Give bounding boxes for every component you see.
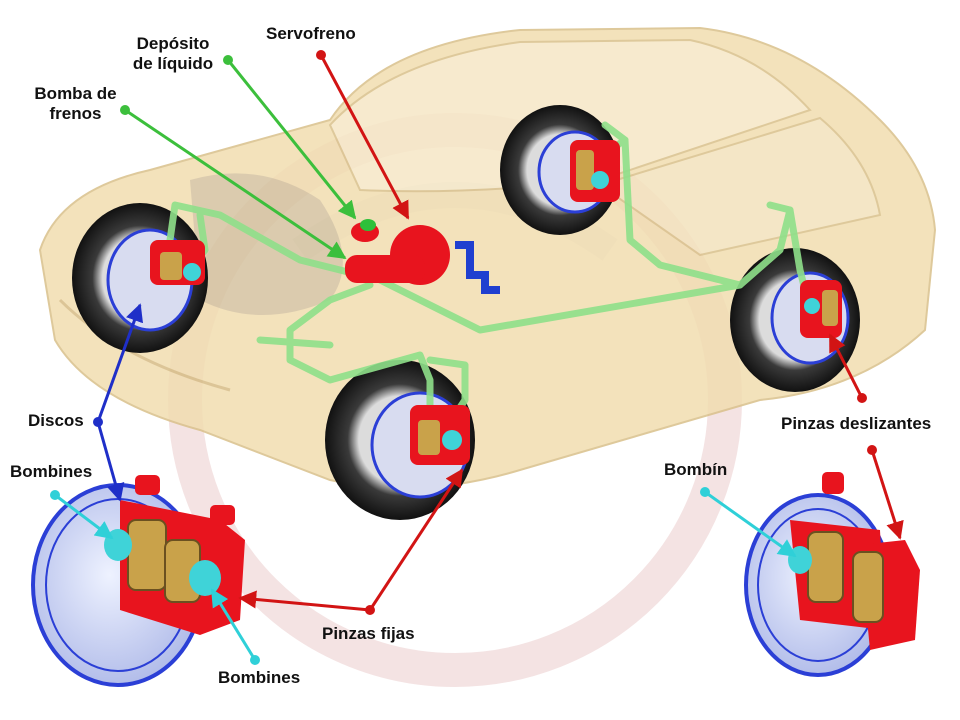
caliper-front-right bbox=[410, 405, 470, 465]
pointer-deposito bbox=[223, 55, 357, 220]
pointer-bombines-top bbox=[50, 490, 114, 540]
label-bomba-line1: Bomba de bbox=[34, 84, 117, 103]
label-discos: Discos bbox=[28, 411, 84, 430]
label-bomba-line2: frenos bbox=[49, 104, 102, 123]
pointer-bomba bbox=[120, 105, 347, 260]
label-bomba: Bomba de frenos bbox=[28, 84, 123, 124]
label-bombines-top: Bombines bbox=[10, 462, 93, 481]
servo-assembly bbox=[345, 219, 500, 294]
label-deposito-line2: de líquido bbox=[132, 54, 214, 73]
pointer-bombines-bottom bbox=[210, 588, 260, 665]
pointer-servofreno bbox=[316, 50, 410, 220]
caliper-rear-left bbox=[570, 140, 620, 202]
label-servofreno: Servofreno bbox=[266, 24, 356, 43]
pointer-pinzas-deslizantes bbox=[828, 333, 904, 540]
detail-fixed-caliper bbox=[31, 475, 245, 687]
label-deposito-line1: Depósito bbox=[136, 34, 210, 53]
caliper-rear-right bbox=[800, 280, 842, 338]
detail-sliding-caliper bbox=[744, 472, 920, 677]
label-bombin: Bombín bbox=[664, 460, 728, 479]
label-bombines-bottom: Bombines bbox=[218, 668, 301, 687]
label-deposito: Depósito de líquido bbox=[128, 34, 218, 74]
pointer-bombin bbox=[700, 487, 797, 558]
label-pinzas-deslizantes: Pinzas deslizantes bbox=[781, 414, 932, 433]
label-pinzas-fijas: Pinzas fijas bbox=[322, 624, 415, 643]
pointer-pinzas-fijas bbox=[238, 468, 464, 615]
caliper-front-left bbox=[150, 240, 205, 285]
pointer-discos bbox=[93, 303, 143, 502]
